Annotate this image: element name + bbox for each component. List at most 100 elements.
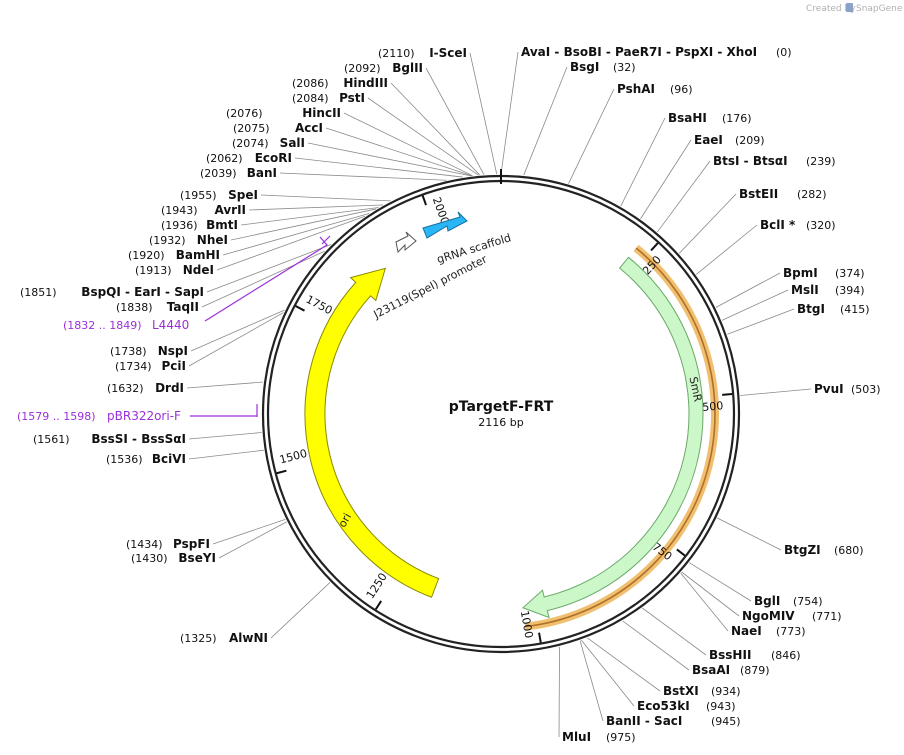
site-leader-line xyxy=(343,112,473,177)
site-leader-line xyxy=(680,572,729,632)
site-label-psti[interactable]: (2084)PstI xyxy=(292,91,365,105)
site-label-nhei[interactable]: (1932)NheI xyxy=(149,233,228,247)
site-position: (1536) xyxy=(106,453,143,466)
site-leader-line xyxy=(240,207,379,226)
site-label-eco53ki[interactable]: Eco53kI(943) xyxy=(637,699,736,713)
enzyme-names: BstXI xyxy=(663,684,699,698)
tick-mark xyxy=(295,305,305,312)
site-leader-line xyxy=(279,172,447,181)
tick-label: 1000 xyxy=(518,610,536,640)
smr-feature-arrow[interactable] xyxy=(522,256,704,619)
site-label-bcli[interactable]: BclI *(320) xyxy=(760,218,836,232)
plasmid-title: pTargetF-FRT 2116 bp xyxy=(449,399,554,429)
site-leader-line xyxy=(206,244,332,293)
site-label-bgli[interactable]: BglI(754) xyxy=(754,594,823,608)
site-label-bani[interactable]: (2039)BanI xyxy=(200,166,277,180)
enzyme-names: EaeI xyxy=(694,133,723,147)
site-position: (2086) xyxy=(292,77,329,90)
tick-mark xyxy=(676,548,686,557)
site-leader-line xyxy=(642,607,707,656)
site-label-btgi[interactable]: BtgI(415) xyxy=(797,302,870,316)
site-label-pcii[interactable]: (1734)PciI xyxy=(115,359,186,373)
site-label-ndei[interactable]: (1913)NdeI xyxy=(135,263,214,277)
site-label-btgzi[interactable]: BtgZI(680) xyxy=(784,543,864,557)
enzyme-names: Eco53kI xyxy=(637,699,690,713)
site-leader-line xyxy=(622,620,690,671)
site-leader-line xyxy=(620,117,666,207)
site-label-sali[interactable]: (2074)SalI xyxy=(232,136,305,150)
site-position: (1325) xyxy=(180,632,217,645)
site-label-bmti[interactable]: (1936)BmtI xyxy=(161,218,238,232)
site-label-avai[interactable]: AvaI - BsoBI - PaeR7I - PspXI - XhoI(0) xyxy=(521,45,792,59)
site-label-pvui[interactable]: PvuI(503) xyxy=(814,382,881,396)
j23119-promoter-feature-label: J23119(SpeI) promoter xyxy=(371,252,490,321)
site-label-spei[interactable]: (1955)SpeI xyxy=(180,188,258,202)
site-label-bsaai[interactable]: BsaAI(879) xyxy=(692,663,770,677)
site-position: (975) xyxy=(606,731,636,744)
site-label-bseyi[interactable]: (1430)BseYI xyxy=(131,551,216,565)
site-label-bsssi[interactable]: (1561)BssSI - BssSαI xyxy=(33,432,186,446)
site-label-naei[interactable]: NaeI(773) xyxy=(731,624,806,638)
site-leader-lines xyxy=(186,51,812,738)
site-position: (680) xyxy=(834,544,864,557)
site-label-banii[interactable]: BanII - SacI(945) xyxy=(606,714,741,728)
primer-name[interactable]: L4440 xyxy=(152,318,189,332)
site-label-bcivi[interactable]: (1536)BciVI xyxy=(106,452,186,466)
primer-range: (1832 .. 1849) xyxy=(63,319,142,332)
l4440-primer-mark[interactable] xyxy=(321,235,331,245)
site-label-msli[interactable]: MslI(394) xyxy=(791,283,865,297)
site-label-hindiii[interactable]: (2086)HindIII xyxy=(292,76,388,90)
site-label-mlui[interactable]: MluI(975) xyxy=(562,730,636,744)
enzyme-names: DrdI xyxy=(155,381,184,395)
site-label-acci[interactable]: (2075)AccI xyxy=(233,121,323,135)
site-label-bsahi[interactable]: BsaHI(176) xyxy=(668,111,752,125)
site-position: (846) xyxy=(771,649,801,662)
site-leader-line xyxy=(679,193,737,254)
site-label-bsteii[interactable]: BstEII(282) xyxy=(739,187,827,201)
site-labels: AvaI - BsoBI - PaeR7I - PspXI - XhoI(0)B… xyxy=(20,45,881,744)
site-leader-line xyxy=(695,224,758,275)
site-position: (1955) xyxy=(180,189,217,202)
enzyme-names: TaqII xyxy=(167,300,199,314)
tick-mark xyxy=(722,393,733,396)
site-label-ecori[interactable]: (2062)EcoRI xyxy=(206,151,292,165)
smr-feature-label: SmR xyxy=(686,376,704,404)
ori-feature-arrow[interactable] xyxy=(304,267,440,598)
primer-name[interactable]: pBR322ori-F xyxy=(107,409,181,423)
site-label-ngomiv[interactable]: NgoMIV(771) xyxy=(742,609,842,623)
site-label-avrii[interactable]: (1943)AvrII xyxy=(161,203,246,217)
site-label-btsi[interactable]: BtsI - BtsαI(239) xyxy=(713,154,836,168)
site-label-hincii[interactable]: (2076)HincII xyxy=(226,106,341,120)
site-label-eaei[interactable]: EaeI(209) xyxy=(694,133,765,147)
site-position: (2092) xyxy=(344,62,381,75)
enzyme-names: NgoMIV xyxy=(742,609,795,623)
site-label-taqii[interactable]: (1838)TaqII xyxy=(116,300,199,314)
site-label-bpmi[interactable]: BpmI(374) xyxy=(783,266,865,280)
site-label-alwni[interactable]: (1325)AlwNI xyxy=(180,631,268,645)
site-label-bspqi[interactable]: (1851)BspQI - EarI - SapI xyxy=(20,285,204,299)
site-label-pshai[interactable]: PshAI(96) xyxy=(617,82,693,96)
enzyme-names: BseYI xyxy=(178,551,216,565)
site-leader-line xyxy=(188,449,264,460)
site-position: (1936) xyxy=(161,219,198,232)
site-label-bamhi[interactable]: (1920)BamHI xyxy=(128,248,220,262)
enzyme-names: BamHI xyxy=(176,248,220,262)
enzyme-names: I-SceI xyxy=(429,46,467,60)
grna-scaffold-feature-arrow[interactable] xyxy=(422,211,468,239)
site-label-bsgi[interactable]: BsgI(32) xyxy=(570,60,636,74)
site-label-drdi[interactable]: (1632)DrdI xyxy=(107,381,184,395)
site-leader-line xyxy=(248,204,384,211)
site-leader-line xyxy=(657,160,711,233)
site-label-nspi[interactable]: (1738)NspI xyxy=(110,344,188,358)
site-label-pspfi[interactable]: (1434)PspFI xyxy=(126,537,210,551)
site-label-bsshii[interactable]: BssHII(846) xyxy=(709,648,801,662)
site-label-bglii[interactable]: (2092)BglII xyxy=(344,61,423,75)
enzyme-names: NheI xyxy=(197,233,228,247)
site-leader-line xyxy=(190,309,285,352)
j23119-promoter-feature-arrow[interactable] xyxy=(395,231,417,254)
site-leader-line xyxy=(469,52,498,175)
site-position: (0) xyxy=(776,46,792,59)
site-label-i-scei[interactable]: (2110)I-SceI xyxy=(378,46,467,60)
site-label-bstxi[interactable]: BstXI(934) xyxy=(663,684,741,698)
